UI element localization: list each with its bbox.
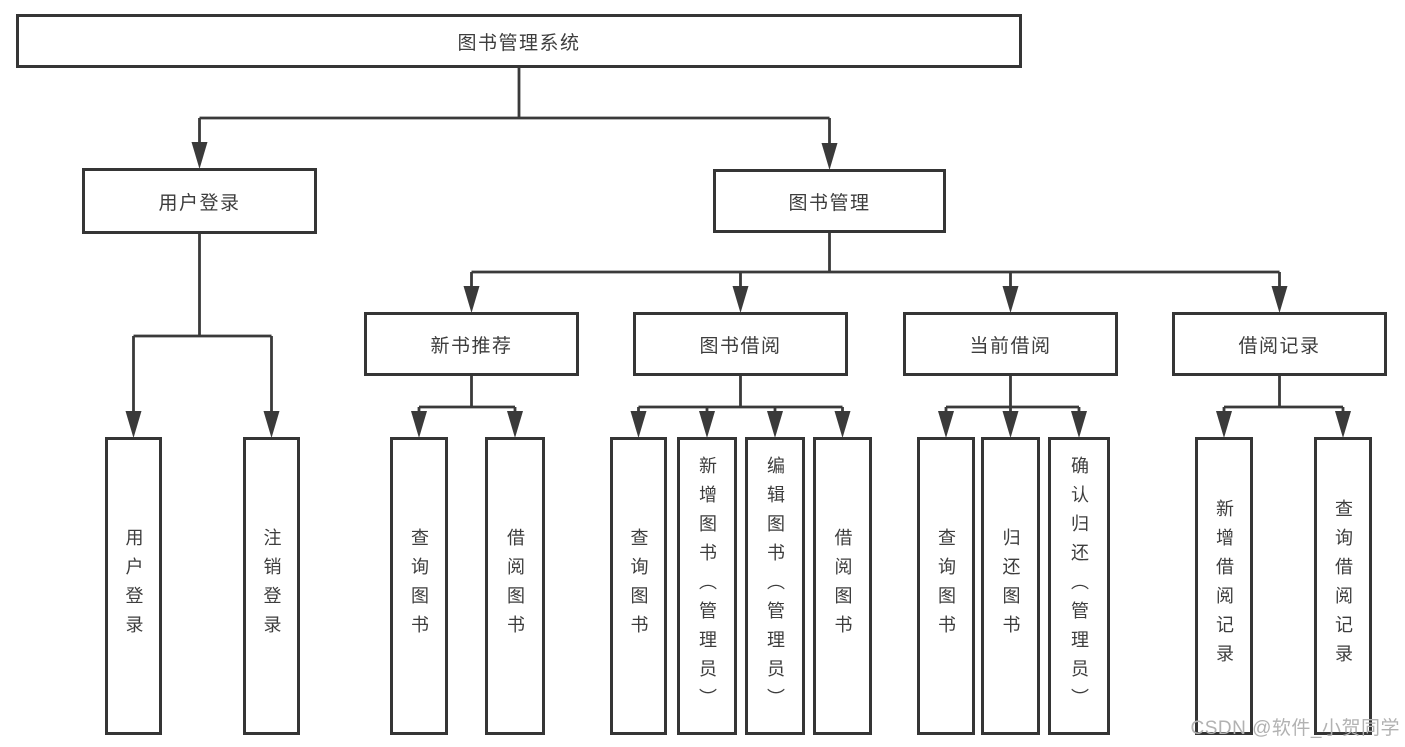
node-query-books-borrowing: 查询图书 (610, 437, 667, 735)
node-return-books: 归还图书 (981, 437, 1040, 735)
node-label-user-login: 用户登录 (158, 192, 241, 214)
arrowhead-down-icon (699, 411, 715, 438)
arrowhead-down-icon (1002, 286, 1019, 313)
node-label-new-book-recommend: 新书推荐 (430, 335, 513, 357)
node-label-borrowing-records: 借阅记录 (1238, 335, 1321, 357)
arrowhead-down-icon (1216, 411, 1232, 438)
arrowhead-down-icon (1335, 411, 1351, 438)
node-label-query-books-recommend: 查询图书 (409, 528, 429, 644)
arrowhead-down-icon (834, 411, 851, 438)
arrowhead-down-icon (463, 286, 480, 313)
node-confirm-return-admin: 确认归还（管理员） (1048, 437, 1110, 735)
node-borrow-books-recommend: 借阅图书 (485, 437, 545, 735)
node-logout-action: 注销登录 (243, 437, 300, 735)
node-label-book-management: 图书管理 (788, 192, 871, 214)
node-book-borrowing: 图书借阅 (633, 312, 848, 376)
arrowhead-down-icon (938, 411, 954, 438)
node-label-return-books: 归还图书 (1000, 528, 1021, 644)
node-borrowing-records: 借阅记录 (1172, 312, 1387, 376)
arrowhead-down-icon (1071, 411, 1087, 438)
arrowhead-down-icon (630, 411, 647, 438)
node-label-logout-action: 注销登录 (261, 528, 282, 644)
node-label-query-books-borrowing: 查询图书 (628, 528, 649, 644)
node-user-login-action: 用户登录 (105, 437, 162, 735)
node-query-books-recommend: 查询图书 (390, 437, 448, 735)
node-book-management: 图书管理 (713, 169, 946, 233)
node-query-books-current: 查询图书 (917, 437, 975, 735)
node-label-query-borrow-record: 查询借阅记录 (1333, 499, 1353, 673)
node-borrow-books: 借阅图书 (813, 437, 872, 735)
node-add-books-admin: 新增图书（管理员） (677, 437, 737, 735)
arrowhead-down-icon (411, 411, 427, 438)
node-label-borrow-books-recommend: 借阅图书 (505, 528, 525, 644)
node-label-confirm-return-admin: 确认归还（管理员） (1069, 455, 1089, 717)
node-library-system: 图书管理系统 (16, 14, 1022, 68)
arrowhead-down-icon (821, 143, 838, 170)
node-label-add-borrow-record: 新增借阅记录 (1214, 499, 1234, 673)
node-label-borrow-books: 借阅图书 (832, 528, 853, 644)
node-label-add-books-admin: 新增图书（管理员） (697, 455, 717, 717)
arrowhead-down-icon (732, 286, 749, 313)
connector-path (132, 68, 1345, 414)
node-label-library-system: 图书管理系统 (457, 32, 581, 54)
watermark: CSDN @软件_小贺同学 (1190, 718, 1400, 739)
arrowhead-down-icon (125, 411, 142, 438)
node-new-book-recommend: 新书推荐 (364, 312, 579, 376)
arrowhead-down-icon (191, 142, 208, 169)
node-label-book-borrowing: 图书借阅 (699, 335, 782, 357)
arrowhead-down-icon (767, 411, 783, 438)
node-label-query-books-current: 查询图书 (936, 528, 956, 644)
node-edit-books-admin: 编辑图书（管理员） (745, 437, 805, 735)
arrowhead-down-icon (263, 411, 280, 438)
node-query-borrow-record: 查询借阅记录 (1314, 437, 1372, 735)
node-current-borrowing: 当前借阅 (903, 312, 1118, 376)
node-add-borrow-record: 新增借阅记录 (1195, 437, 1253, 735)
node-user-login: 用户登录 (82, 168, 317, 234)
node-label-edit-books-admin: 编辑图书（管理员） (765, 455, 785, 717)
node-label-user-login-action: 用户登录 (123, 528, 144, 644)
node-label-current-borrowing: 当前借阅 (969, 335, 1052, 357)
arrowhead-down-icon (1271, 286, 1288, 313)
arrowhead-down-icon (1002, 411, 1019, 438)
arrowhead-down-icon (507, 411, 523, 438)
